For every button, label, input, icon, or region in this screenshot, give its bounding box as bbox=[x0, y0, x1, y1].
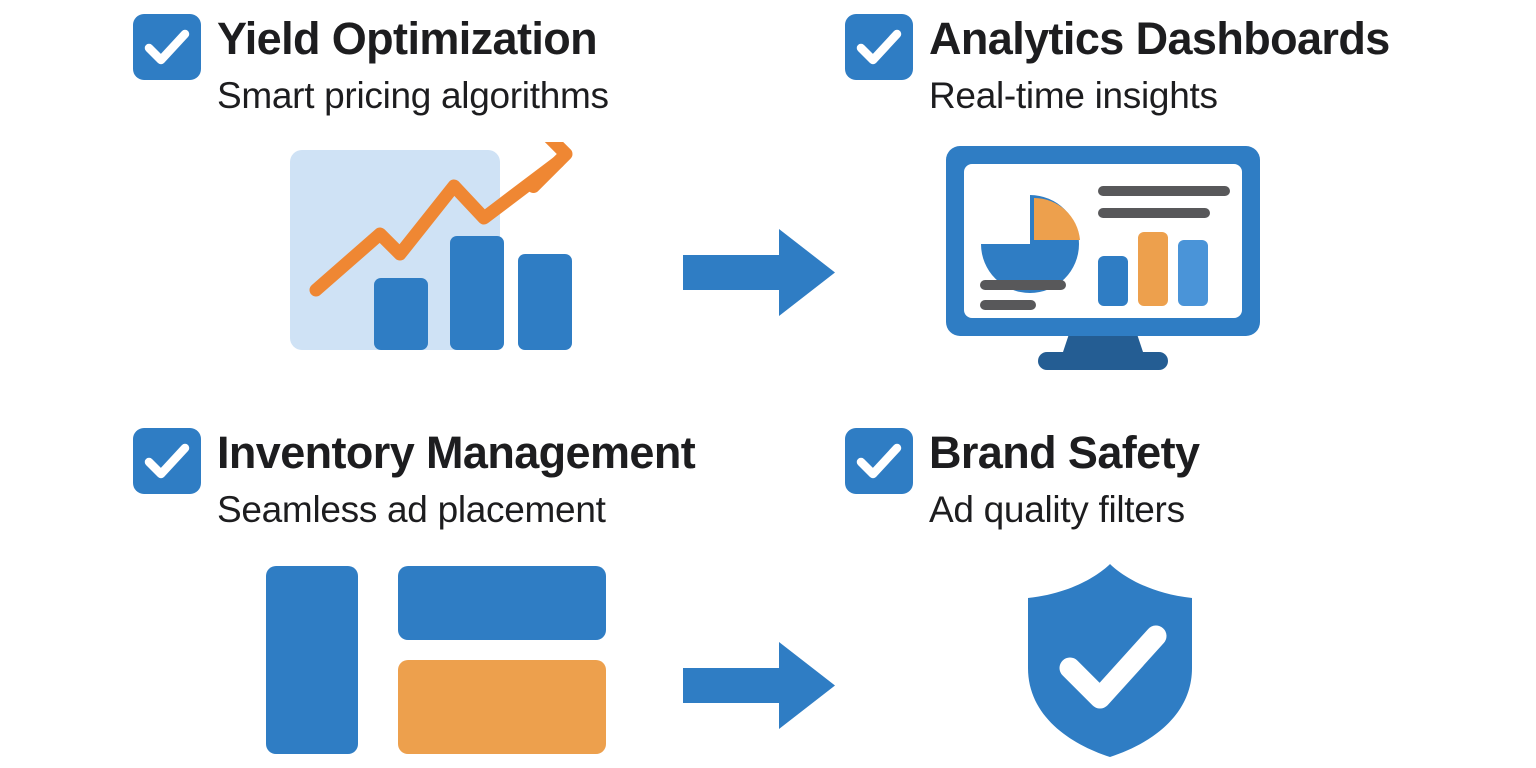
feature-text-block: Analytics Dashboards Real-time insights bbox=[929, 14, 1390, 117]
check-icon bbox=[133, 14, 201, 80]
feature-heading: Analytics Dashboards Real-time insights bbox=[845, 14, 1390, 117]
feature-subtitle: Seamless ad placement bbox=[217, 488, 606, 530]
feature-card-brand-safety: Brand Safety Ad quality filters bbox=[706, 384, 1406, 768]
feature-subtitle: Smart pricing algorithms bbox=[217, 74, 609, 116]
feature-text-block: Brand Safety Ad quality filters bbox=[929, 427, 1200, 531]
feature-card-analytics-dashboards: Analytics Dashboards Real-time insights bbox=[706, 0, 1406, 384]
feature-subtitle: Real-time insights bbox=[929, 74, 1218, 116]
feature-text-block: Yield Optimization Smart pricing algorit… bbox=[217, 14, 609, 117]
feature-text-block: Inventory Management Seamless ad placeme… bbox=[217, 427, 696, 531]
ad-layout-blocks-icon bbox=[252, 560, 612, 759]
feature-heading: Brand Safety Ad quality filters bbox=[845, 427, 1200, 531]
feature-subtitle: Ad quality filters bbox=[929, 488, 1185, 530]
check-icon bbox=[133, 428, 201, 494]
growth-bar-chart-icon bbox=[282, 114, 582, 367]
check-icon bbox=[845, 428, 913, 494]
feature-title: Yield Optimization bbox=[217, 13, 598, 64]
feature-title: Analytics Dashboards bbox=[929, 13, 1390, 64]
shield-check-icon bbox=[1016, 560, 1204, 765]
feature-title: Inventory Management bbox=[217, 427, 696, 478]
monitor-dashboard-icon bbox=[938, 140, 1268, 385]
check-icon bbox=[845, 14, 913, 80]
feature-card-yield-optimization: Yield Optimization Smart pricing algorit… bbox=[0, 0, 700, 384]
feature-title: Brand Safety bbox=[929, 427, 1200, 478]
arrow-right-icon bbox=[679, 638, 839, 738]
feature-heading: Inventory Management Seamless ad placeme… bbox=[133, 427, 696, 531]
feature-card-inventory-management: Inventory Management Seamless ad placeme… bbox=[0, 384, 700, 768]
feature-heading: Yield Optimization Smart pricing algorit… bbox=[133, 14, 609, 117]
arrow-right-icon bbox=[679, 225, 839, 325]
